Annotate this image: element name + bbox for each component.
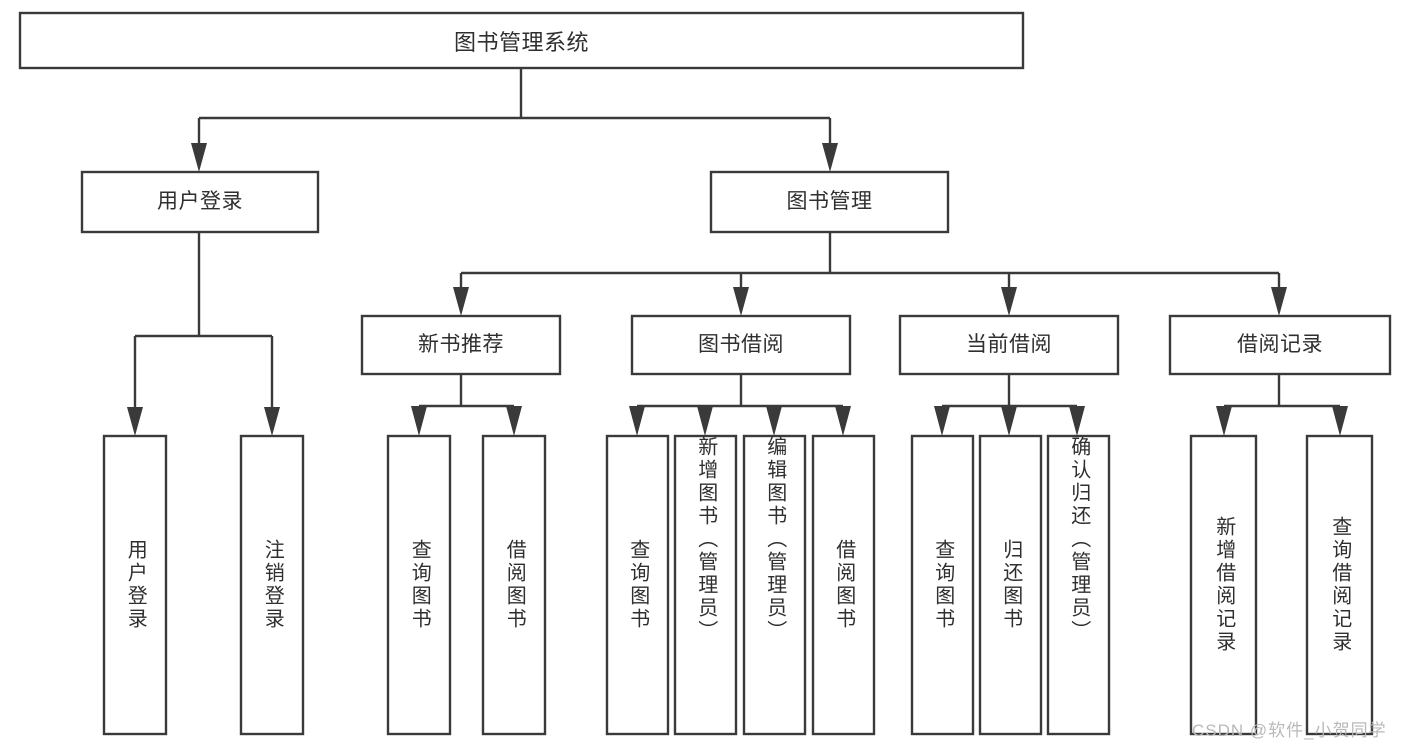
arrow-head-leaf-borrow-record-1 [1332,406,1348,436]
node-box-leaf-book-borrow-1[interactable] [673,434,738,736]
arrow-head-leaf-user-login-0 [127,407,143,436]
node-box-leaf-borrow-record-0[interactable] [1189,434,1258,736]
arrow-head-leaf-book-borrow-1 [697,406,713,436]
arrow-head-leaf-book-borrow-0 [629,406,645,436]
arrow-head-leaf-current-borrow-0 [934,406,950,436]
node-box-book-borrow[interactable] [630,314,852,376]
arrow-head-book-management [822,143,838,172]
arrow-head-leaf-book-borrow-3 [835,406,851,436]
arrow-head-leaf-new-book-0 [411,406,427,436]
node-box-leaf-new-book-1[interactable] [481,434,547,736]
watermark-text: CSDN @软件_小贺同学 [1192,721,1387,740]
arrow-head-user-login [191,143,207,172]
node-box-leaf-current-borrow-1[interactable] [978,434,1043,736]
arrow-head-borrow-record [1271,287,1287,316]
node-box-leaf-book-borrow-0[interactable] [605,434,670,736]
node-box-new-book-recommend[interactable] [360,314,562,376]
node-box-leaf-user-login-1[interactable] [239,434,305,736]
node-box-leaf-current-borrow-0[interactable] [910,434,975,736]
node-box-leaf-book-borrow-2[interactable] [742,434,807,736]
arrow-head-book-borrow [733,287,749,316]
node-box-leaf-current-borrow-2[interactable] [1046,434,1111,736]
node-box-user-login[interactable] [80,170,320,234]
node-box-root[interactable] [18,11,1025,70]
arrow-head-leaf-new-book-1 [506,406,522,436]
arrow-head-current-borrow [1001,287,1017,316]
node-box-leaf-borrow-record-1[interactable] [1305,434,1374,736]
arrow-head-leaf-borrow-record-0 [1216,406,1232,436]
arrow-head-leaf-current-borrow-2 [1069,406,1085,436]
node-box-book-management[interactable] [709,170,950,234]
arrow-head-leaf-user-login-1 [264,407,280,436]
node-box-leaf-user-login-0[interactable] [102,434,168,736]
node-box-leaf-book-borrow-3[interactable] [811,434,876,736]
arrow-head-leaf-book-borrow-2 [766,406,782,436]
arrow-head-leaf-current-borrow-1 [1001,406,1017,436]
node-box-current-borrow[interactable] [898,314,1120,376]
arrow-head-new-book-recommend [453,287,469,316]
node-box-borrow-record[interactable] [1168,314,1392,376]
node-box-leaf-new-book-0[interactable] [386,434,452,736]
